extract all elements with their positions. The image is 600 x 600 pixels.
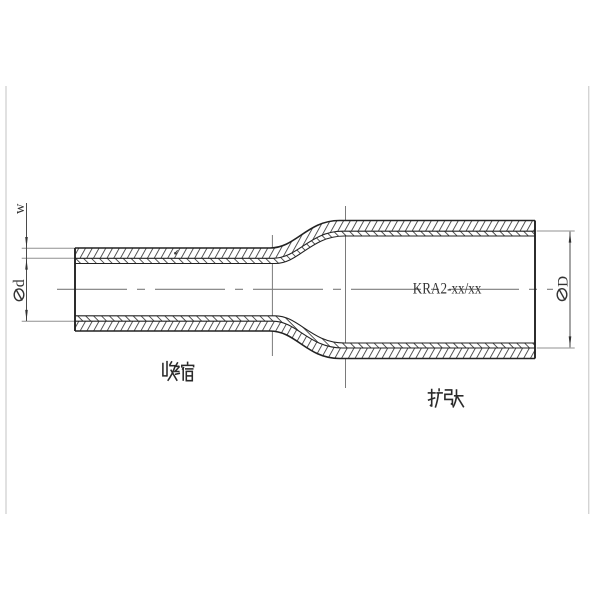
svg-text:D: D (555, 276, 572, 287)
svg-text:d: d (11, 279, 28, 287)
svg-text:KRA2-xx/xx: KRA2-xx/xx (413, 280, 482, 297)
svg-text:w: w (12, 203, 28, 214)
